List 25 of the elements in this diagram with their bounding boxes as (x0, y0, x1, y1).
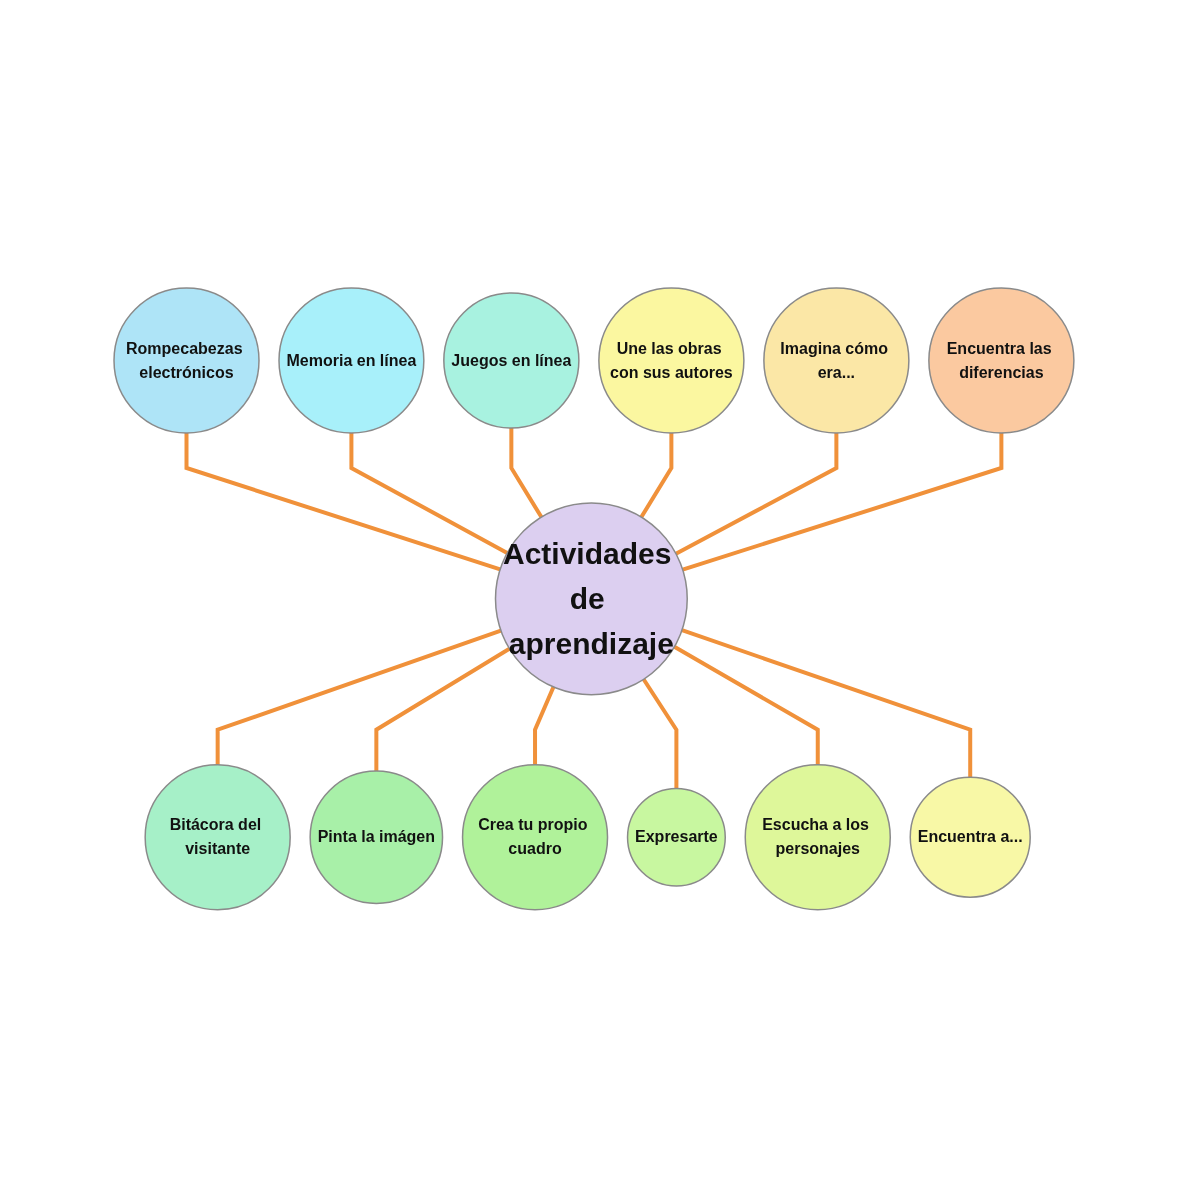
node-circle: Imagina cómo era... (763, 287, 910, 434)
node-circle: Rompecabezas electrónicos (113, 287, 260, 434)
connector (509, 428, 544, 519)
connector (533, 686, 556, 765)
node-circle: Encuentra a... (909, 776, 1031, 899)
node-circle: Juegos en línea (443, 292, 580, 429)
connector (349, 433, 509, 555)
connector (681, 628, 973, 778)
connector (642, 678, 679, 789)
node-circle: Encuentra las diferencias (928, 287, 1075, 434)
node-circle: Escucha a los personajes (744, 764, 892, 911)
node-circle: Actividades de aprendizaje (494, 502, 689, 696)
connector (374, 647, 511, 772)
connector (215, 628, 502, 765)
node-circle: Bitácora del visitante (144, 764, 291, 911)
node-circle: Crea tu propio cuadro (461, 764, 609, 911)
node-circle: Pinta la imágen (309, 770, 444, 905)
connector (184, 433, 501, 572)
connector (682, 433, 1004, 572)
connector (639, 433, 674, 519)
connector (675, 433, 839, 556)
node-circle: Memoria en línea (278, 287, 425, 434)
node-circle: Expresarte (626, 787, 727, 887)
connector (673, 645, 820, 765)
node-circle: Une las obras con sus autores (598, 287, 745, 434)
